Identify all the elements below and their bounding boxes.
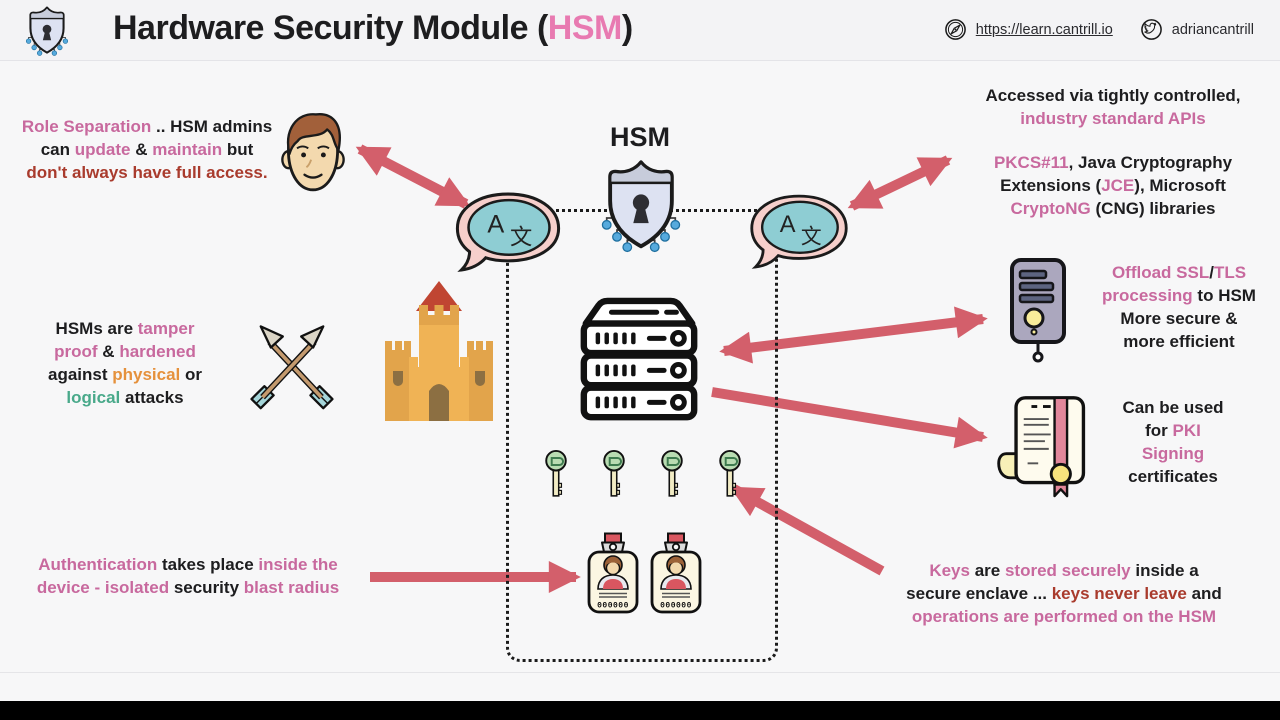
text-segment: & (97, 342, 120, 361)
text-segment: blast radius (243, 578, 340, 597)
text-segment: PKI Signing (1141, 421, 1205, 463)
text-segment: CryptoNG (1010, 199, 1091, 218)
key-icon (716, 449, 744, 499)
text-segment: inside the device - isolated (36, 555, 338, 597)
text-segment: logical (66, 388, 121, 407)
text-segment: stored securely (1004, 561, 1131, 580)
text-segment: Keys (929, 561, 970, 580)
translate-wen-glyph: 文 (510, 225, 532, 250)
text-segment: .. HSM admins can (40, 117, 273, 159)
text-segment: Can be used for (1122, 398, 1224, 440)
text-segment: , Java Cryptography Extensions ( (1000, 153, 1233, 195)
badge-number: 000000 (660, 602, 692, 611)
text-segment: ), Microsoft (1134, 176, 1226, 195)
server-rack-icon (572, 297, 706, 432)
text-segment: or (185, 365, 203, 384)
text-segment: tamper proof (54, 319, 195, 361)
text-segment: inside a secure enclave ... (906, 561, 1199, 603)
badge-number: 000000 (597, 602, 629, 611)
hsm-title: HSM (610, 122, 670, 152)
twitter-bird-icon (1140, 19, 1162, 40)
note-authentication: Authentication takes place inside the de… (22, 553, 354, 599)
text-segment: Hardware Security Module ( (113, 9, 548, 47)
footer-bar (0, 701, 1280, 720)
header: Hardware Security Module (HSM) https://l… (0, 0, 1280, 61)
arrow-admin-api (355, 144, 471, 209)
arrow-api-libraries (847, 155, 953, 211)
key-icon (542, 449, 570, 499)
note-api-libraries: PKCS#11, Java Cryptography Extensions (J… (953, 151, 1273, 220)
text-segment: but (226, 140, 254, 159)
text-segment: maintain (152, 140, 223, 159)
header-links: https://learn.cantrill.io adriancantrill (944, 18, 1254, 41)
note-role-separation: Role Separation .. HSM admins can update… (12, 115, 282, 184)
crossed-arrows-icon (246, 318, 338, 412)
translate-a-glyph: A (780, 212, 796, 238)
text-segment: operations are performed on the HSM (911, 607, 1217, 626)
text-segment: / (1209, 263, 1214, 282)
text-segment: keys never leave (1051, 584, 1187, 603)
translate-speech-bubble-icon: A 文 (750, 194, 848, 269)
hsm-boundary (506, 209, 778, 662)
shield-circuit-icon (24, 5, 70, 57)
site-link[interactable]: https://learn.cantrill.io (975, 21, 1113, 38)
text-segment: takes place (157, 555, 259, 574)
computer-tower-icon (1010, 258, 1066, 363)
note-offload-ssl: Offload SSL/TLS processing to HSM More s… (1088, 261, 1270, 353)
text-segment: are (969, 561, 1005, 580)
text-segment: to HSM More secure & more efficient (1120, 286, 1256, 351)
translate-a-glyph: A (487, 211, 504, 239)
text-segment: security (169, 578, 244, 597)
translate-speech-bubble-icon: A 文 (455, 192, 561, 272)
text-segment: and (1191, 584, 1222, 603)
text-segment: don't always have full access. (26, 163, 268, 182)
text-segment: certificates (1128, 467, 1218, 486)
id-badge-icon: 000000 (587, 532, 639, 614)
text-segment: Offload SSL (1111, 263, 1210, 282)
key-icon (658, 449, 686, 499)
text-segment: (CNG) libraries (1090, 199, 1216, 218)
key-icon (600, 449, 628, 499)
certificate-scroll-icon (997, 396, 1086, 498)
twitter-handle[interactable]: adriancantrill (1171, 21, 1254, 38)
page-title: Hardware Security Module (HSM) (113, 9, 633, 48)
id-badge-icon: 000000 (650, 532, 702, 614)
note-pki-signing: Can be used for PKI Signing certificates (1103, 396, 1243, 488)
text-segment: HSM (547, 9, 623, 47)
text-segment: HSMs are (55, 319, 138, 338)
text-segment: industry standard APIs (1020, 109, 1206, 128)
shield-circuit-icon (598, 158, 684, 254)
note-keys-stored: Keys are stored securely inside a secure… (868, 559, 1260, 628)
note-api-access: Accessed via tightly controlled, industr… (953, 84, 1273, 130)
text-segment: ) (621, 9, 633, 47)
text-segment: update (74, 140, 131, 159)
note-tamper-proof: HSMs are tamper proof & hardened against… (30, 317, 220, 409)
text-segment: against (47, 365, 113, 384)
text-segment: attacks (120, 388, 184, 407)
text-segment: TLS processing (1102, 263, 1247, 305)
text-segment: physical (112, 365, 181, 384)
text-segment: Authentication (38, 555, 158, 574)
text-segment: JCE (1101, 176, 1135, 195)
castle-icon (385, 281, 493, 421)
text-segment: & (130, 140, 153, 159)
footer-divider (0, 672, 1280, 673)
text-segment: Role Separation (21, 117, 152, 136)
translate-wen-glyph: 文 (801, 225, 822, 248)
text-segment: PKCS#11 (993, 153, 1069, 172)
man-face-icon (281, 113, 345, 192)
compass-icon (944, 19, 966, 40)
text-segment: Accessed via tightly controlled, (985, 86, 1241, 105)
text-segment: hardened (119, 342, 196, 361)
